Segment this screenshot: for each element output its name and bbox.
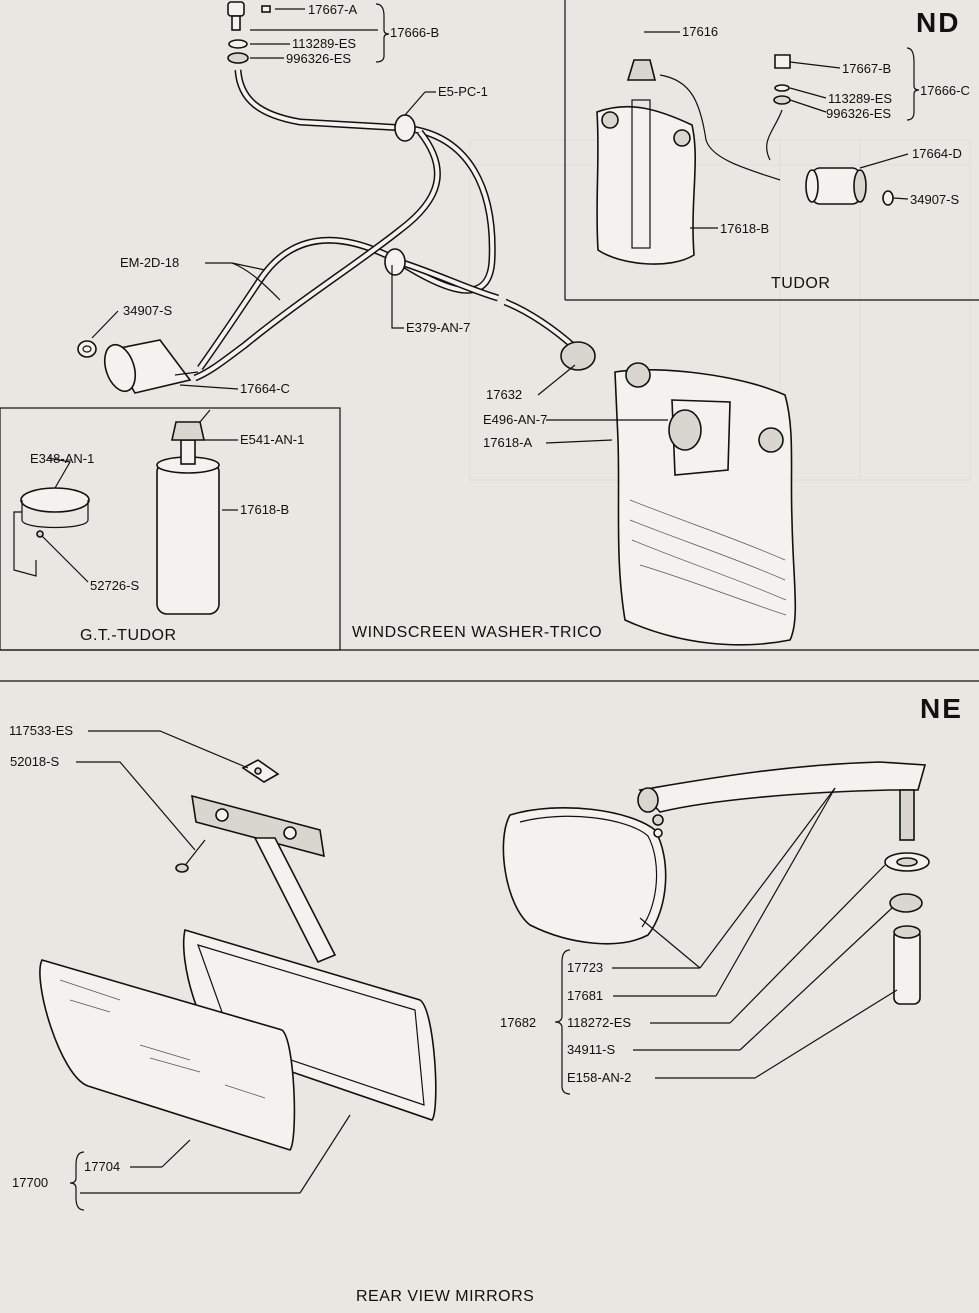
washer-hoses	[193, 69, 575, 382]
label-17664-c: 17664-C	[240, 381, 290, 396]
label-34911-s: 34911-S	[567, 1042, 616, 1057]
label-17700: 17700	[12, 1175, 48, 1190]
label-e348-an-1: E348-AN-1	[30, 451, 94, 466]
tudor-pump-17664-d	[766, 54, 894, 206]
washer-jet-assembly	[227, 1, 271, 64]
label-118272-es: 118272-ES	[567, 1015, 631, 1030]
label-113289-es: 113289-ES	[292, 36, 356, 51]
exterior-mirror-17682	[502, 761, 930, 1005]
label-17723: 17723	[567, 960, 603, 975]
section-code-nd: ND	[916, 7, 960, 38]
label-e158-an-2: E158-AN-2	[567, 1070, 631, 1085]
label-17632: 17632	[486, 387, 522, 402]
caption-tudor: TUDOR	[771, 275, 830, 292]
cap-17632	[560, 341, 596, 371]
section-code-ne: NE	[920, 693, 963, 724]
label-113289-es-tudor: 113289-ES	[828, 91, 892, 106]
label-52726-s: 52726-S	[90, 578, 139, 593]
bracket-e348-an-1	[13, 487, 90, 577]
label-17616: 17616	[682, 24, 718, 39]
label-996326-es-tudor: 996326-ES	[826, 106, 891, 121]
ne-leader-lines	[69, 730, 898, 1211]
pump-17664-c	[77, 339, 199, 394]
label-17664-d: 17664-D	[912, 146, 962, 161]
caption-rear-view-mirrors: REAR VIEW MIRRORS	[356, 1288, 534, 1305]
label-996326-es: 996326-ES	[286, 51, 351, 66]
bottle-17618-b-gt	[156, 409, 220, 615]
label-17618-b-gt: 17618-B	[240, 502, 289, 517]
label-e379-an-7: E379-AN-7	[406, 320, 470, 335]
label-34907-s: 34907-S	[123, 303, 172, 318]
caption-gt-tudor: G.T.-TUDOR	[80, 627, 177, 644]
nd-part-labels: 17667-A 17666-B 113289-ES 996326-ES E5-P…	[30, 2, 970, 593]
label-em-2d-18: EM-2D-18	[120, 255, 179, 270]
label-17682: 17682	[500, 1015, 536, 1030]
label-34907-s-tudor: 34907-S	[910, 192, 959, 207]
label-e5-pc-1: E5-PC-1	[438, 84, 488, 99]
nd-leader-lines	[41, 3, 920, 583]
nd-section-frame	[0, 0, 979, 682]
ne-part-labels: 117533-ES 52018-S 17723 17681 17682 1182…	[9, 723, 631, 1190]
label-117533-es: 117533-ES	[9, 723, 73, 738]
label-52018-s: 52018-S	[10, 754, 59, 769]
label-e541-an-1: E541-AN-1	[240, 432, 304, 447]
tudor-reservoir-17618-b	[596, 59, 781, 265]
label-17681: 17681	[567, 988, 603, 1003]
label-17666-b: 17666-B	[390, 25, 439, 40]
reservoir-17618-a	[614, 362, 797, 646]
caption-windscreen-washer: WINDSCREEN WASHER-TRICO	[352, 624, 602, 641]
interior-mirror-17700	[39, 759, 437, 1151]
label-17618-a: 17618-A	[483, 435, 532, 450]
label-17666-c: 17666-C	[920, 83, 970, 98]
label-17618-b-tudor: 17618-B	[720, 221, 769, 236]
label-17704: 17704	[84, 1159, 120, 1174]
label-e496-an-7: E496-AN-7	[483, 412, 547, 427]
label-17667-b: 17667-B	[842, 61, 891, 76]
label-17667-a: 17667-A	[308, 2, 357, 17]
